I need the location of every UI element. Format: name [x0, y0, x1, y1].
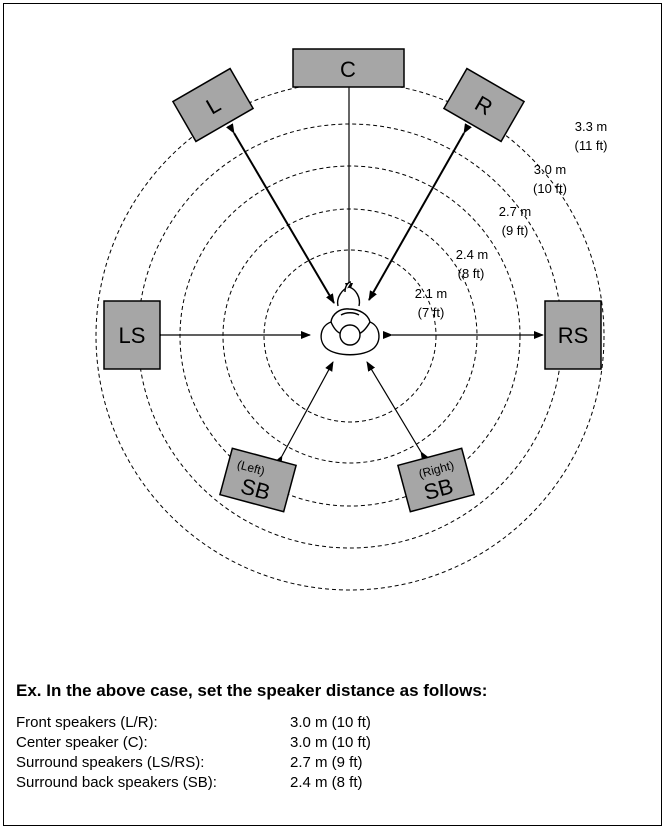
example-row-value: 2.4 m (8 ft) — [290, 774, 363, 791]
figure-frame — [3, 3, 662, 826]
ring-label-2-7m-ft: (9 ft) — [502, 223, 529, 238]
ring-label-2-1m: 2.1 m — [415, 286, 448, 301]
arrow-left — [225, 123, 335, 304]
ring-3-3m — [95, 81, 605, 591]
arrow-surround-back-left — [274, 361, 334, 466]
ring-label-3-3m: 3.3 m — [575, 119, 608, 134]
example-row-value: 2.7 m (9 ft) — [290, 754, 363, 771]
ring-label-3-0m: 3.0 m — [534, 162, 567, 177]
example-row-label: Center speaker (C): — [16, 734, 148, 751]
speaker-right-surround: RS — [544, 300, 602, 370]
speaker-layout-diagram: 2.1 m (7 ft) 2.4 m (8 ft) 2.7 m (9 ft) 3… — [95, 48, 608, 591]
example-row-label: Front speakers (L/R): — [16, 714, 158, 731]
example-row-label: Surround speakers (LS/RS): — [16, 754, 205, 771]
ring-label-2-4m: 2.4 m — [456, 247, 489, 262]
speaker-right-surround-label: RS — [558, 323, 589, 348]
example-row: Surround speakers (LS/RS): 2.7 m (9 ft) — [16, 753, 656, 773]
speaker-left-surround-label: LS — [119, 323, 146, 348]
example-row: Front speakers (L/R): 3.0 m (10 ft) — [16, 713, 656, 733]
ring-label-3-3m-ft: (11 ft) — [575, 138, 608, 153]
ring-label-2-7m: 2.7 m — [499, 204, 532, 219]
speaker-left-surround: LS — [103, 300, 161, 370]
listener-icon — [320, 281, 380, 356]
example-row: Surround back speakers (SB): 2.4 m (8 ft… — [16, 773, 656, 793]
speaker-surround-back-right: (Right) SB — [396, 447, 476, 513]
example-heading: Ex. In the above case, set the speaker d… — [16, 681, 488, 700]
example-section: Ex. In the above case, set the speaker d… — [16, 681, 656, 793]
example-row-value: 3.0 m (10 ft) — [290, 734, 371, 751]
speaker-surround-back-left: (Left) SB — [218, 447, 298, 513]
example-row-label: Surround back speakers (SB): — [16, 774, 217, 791]
ring-label-3-0m-ft: (10 ft) — [533, 181, 567, 196]
speaker-center-label: C — [340, 57, 356, 82]
speaker-left: L — [171, 67, 255, 143]
example-row: Center speaker (C): 3.0 m (10 ft) — [16, 733, 656, 753]
ring-label-2-4m-ft: (8 ft) — [458, 266, 485, 281]
arrow-surround-back-right — [366, 361, 430, 462]
speaker-center: C — [292, 48, 405, 88]
ring-label-2-1m-ft: (7 ft) — [418, 305, 445, 320]
example-row-value: 3.0 m (10 ft) — [290, 714, 371, 731]
arrow-right — [368, 123, 472, 301]
speaker-right: R — [442, 67, 526, 143]
